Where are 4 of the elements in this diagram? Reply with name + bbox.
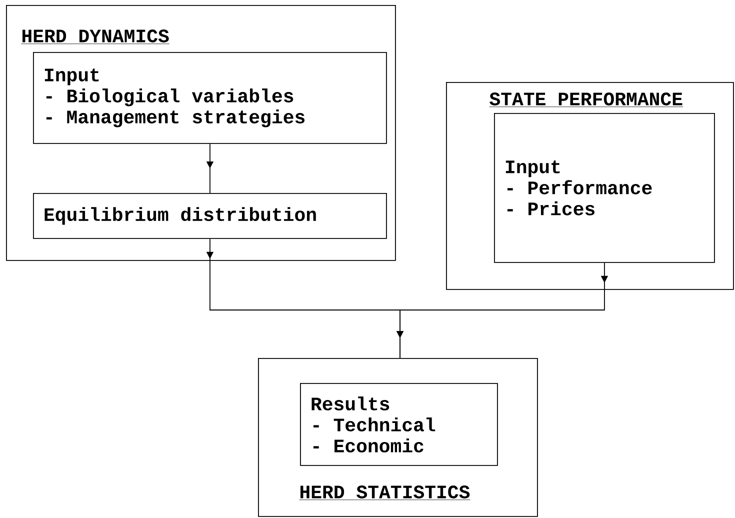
process-box: Input - Performance - Prices xyxy=(494,113,715,263)
process-box: Input - Biological variables - Management strategies xyxy=(33,52,387,144)
process-box: Results - Technical - Economic xyxy=(300,383,498,466)
process-box: Equilibrium distribution xyxy=(33,193,387,239)
